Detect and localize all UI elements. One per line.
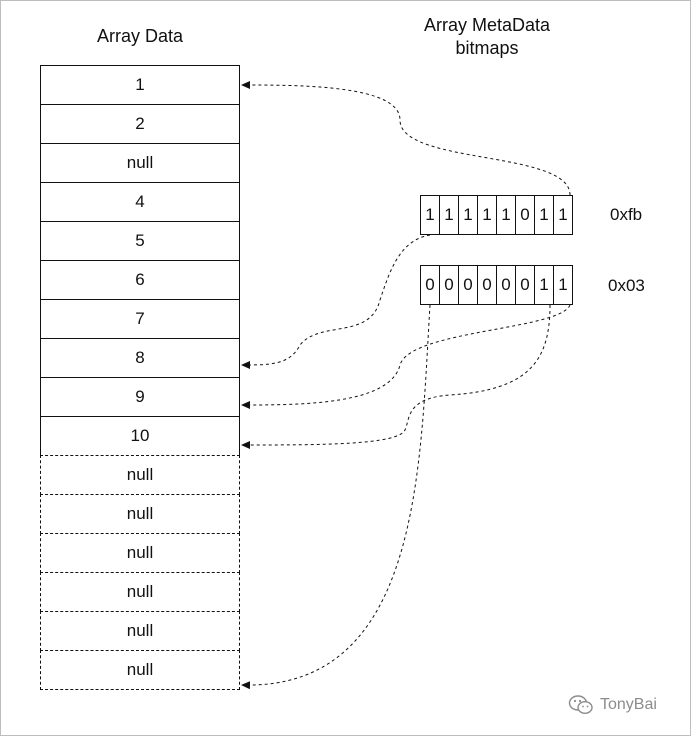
link-bit6b-to-cell-10 [241,304,551,449]
watermark: TonyBai [568,694,657,716]
bitmaps-title: bitmaps [455,38,519,58]
bitmap-bit: 1 [553,265,573,305]
bitmap-hex-1: 0xfb [610,205,643,224]
array-cell: null [40,533,240,573]
bitmap-bit: 1 [439,195,459,235]
link-bit0b-to-last-null [241,304,431,690]
array-cell: null [40,143,240,183]
link-bit7-to-cell-1 [241,81,571,196]
array-cell: 8 [40,338,240,378]
array-cell: 4 [40,182,240,222]
bitmap-bit: 0 [458,265,478,305]
bitmap-bit: 1 [553,195,573,235]
bitmap-bit: 0 [420,265,440,305]
link-bit0-to-cell-8 [241,234,431,369]
bitmap-hex-2: 0x03 [608,276,645,295]
wechat-icon [568,695,593,715]
array-cell: null [40,572,240,612]
array-cell: 7 [40,299,240,339]
array-cell: null [40,650,240,690]
link-bit7b-to-cell-9 [241,304,571,409]
array-cell: 9 [40,377,240,417]
array-cell: 2 [40,104,240,144]
bitmap-bit: 0 [515,265,535,305]
bitmap-bit: 0 [477,265,497,305]
watermark-text: TonyBai [600,696,657,713]
array-data-title: Array Data [96,26,184,46]
metadata-title: Array MetaData [423,15,551,35]
